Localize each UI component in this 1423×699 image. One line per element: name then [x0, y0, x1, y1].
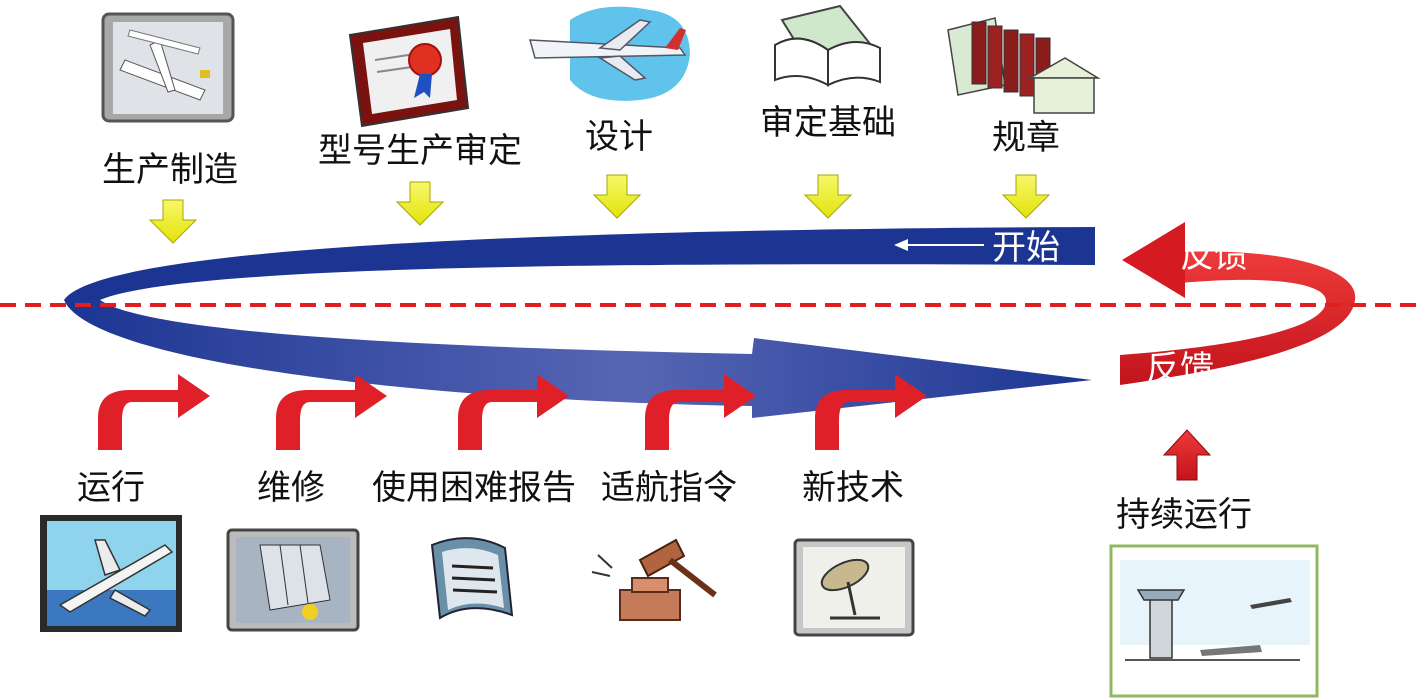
maintenance-icon: [226, 528, 360, 632]
down-arrow-design: [592, 174, 642, 219]
label-feedback-bottom: 反馈: [1146, 349, 1214, 389]
label-manufacturing: 生产制造: [102, 150, 238, 190]
certificate-icon: [348, 15, 470, 128]
down-arrows: [148, 174, 1051, 244]
down-arrow-production-cert: [395, 181, 445, 226]
label-certification-basis: 审定基础: [760, 103, 896, 143]
up-arrow-continued: [1162, 429, 1212, 481]
label-production-certification: 型号生产审定: [318, 131, 522, 171]
report-document-icon: [430, 537, 514, 620]
feedback-arrowhead: [1122, 222, 1185, 298]
curved-arrow-ad: [645, 374, 756, 450]
label-maintenance: 维修: [257, 468, 325, 508]
airplane-takeoff-icon: [40, 515, 182, 632]
down-arrow-regulations: [1001, 174, 1051, 219]
down-arrow-cert-basis: [803, 174, 853, 219]
label-new-technology: 新技术: [802, 468, 904, 508]
label-service-difficulty-report: 使用困难报告: [372, 468, 576, 508]
open-book-icon: [774, 4, 881, 87]
label-airworthiness-directive: 适航指令: [601, 468, 737, 508]
curved-arrow-operation: [98, 374, 210, 450]
label-continued-operation: 持续运行: [1116, 495, 1252, 535]
start-arrow: [894, 239, 984, 251]
label-design: 设计: [585, 117, 653, 157]
down-arrow-manufacturing: [148, 199, 198, 244]
law-books-icon: [947, 17, 1101, 114]
airplane-design-icon: [528, 6, 690, 101]
loop-bottom-band: [64, 300, 1092, 418]
label-feedback-top: 反馈: [1180, 236, 1248, 276]
factory-airport-icon: [101, 12, 235, 123]
label-operation: 运行: [77, 468, 145, 508]
label-regulations: 规章: [992, 118, 1060, 158]
curved-arrow-newtech: [815, 374, 927, 450]
curved-arrows: [98, 374, 927, 450]
curved-arrow-report: [458, 374, 569, 450]
gavel-icon: [591, 538, 717, 621]
loop-top-band: [64, 227, 1095, 300]
curved-arrow-maintenance: [276, 374, 387, 450]
satellite-dish-icon: [793, 538, 915, 637]
control-tower-icon: [1109, 544, 1319, 698]
label-start: 开始: [992, 228, 1060, 268]
feedback-loop: [1120, 251, 1356, 385]
